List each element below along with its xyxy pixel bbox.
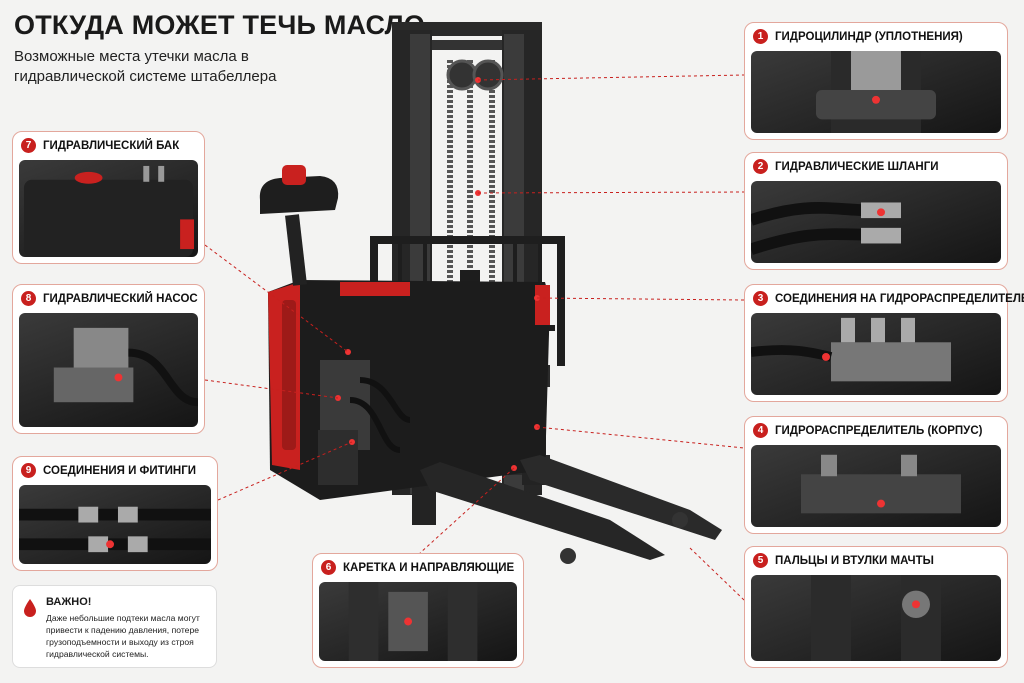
carriage-photo <box>319 582 517 661</box>
important-note: ВАЖНО! Даже небольшие подтеки масла могу… <box>12 585 217 668</box>
pump-photo <box>19 313 198 427</box>
page-subtitle: Возможные места утечки масла в гидравлич… <box>14 48 277 85</box>
note-text: Даже небольшие подтеки масла могут приве… <box>46 613 200 659</box>
callout-card-5: 5 ПАЛЬЦЫ И ВТУЛКИ МАЧТЫ <box>744 546 1008 668</box>
callout-title: КАРЕТКА И НАПРАВЛЯЮЩИЕ <box>343 561 515 574</box>
callout-number: 8 <box>21 291 36 306</box>
callout-number: 9 <box>21 463 36 478</box>
callout-card-4: 4 ГИДРОРАСПРЕДЕЛИТЕЛЬ (КОРПУС) <box>744 416 1008 534</box>
page-title: ОТКУДА МОЖЕТ ТЕЧЬ МАСЛО <box>14 10 425 40</box>
note-title: ВАЖНО! <box>46 596 92 608</box>
callout-number: 4 <box>753 423 768 438</box>
callout-number: 2 <box>753 159 768 174</box>
hoses-photo <box>751 181 1001 263</box>
callout-number: 6 <box>321 560 336 575</box>
callout-number: 5 <box>753 553 768 568</box>
callout-card-1: 1 ГИДРОЦИЛИНДР (УПЛОТНЕНИЯ) <box>744 22 1008 140</box>
tank-photo <box>19 160 198 257</box>
callout-card-7: 7 ГИДРАВЛИЧЕСКИЙ БАК <box>12 131 205 264</box>
callout-title: ГИДРАВЛИЧЕСКИЙ НАСОС <box>43 292 198 305</box>
fittings-photo <box>19 485 211 564</box>
callout-title: СОЕДИНЕНИЯ НА ГИДРОРАСПРЕДЕЛИТЕЛЕ <box>775 292 1024 305</box>
mast-pins-photo <box>751 575 1001 661</box>
callout-title: ГИДРАВЛИЧЕСКИЙ БАК <box>43 139 180 152</box>
stacker-illustration <box>259 22 722 564</box>
callout-card-9: 9 СОЕДИНЕНИЯ И ФИТИНГИ <box>12 456 218 571</box>
valve-body-photo <box>751 445 1001 527</box>
callout-card-3: 3 СОЕДИНЕНИЯ НА ГИДРОРАСПРЕДЕЛИТЕЛЕ <box>744 284 1024 402</box>
callout-title: ГИДРОЦИЛИНДР (УПЛОТНЕНИЯ) <box>775 30 963 43</box>
callout-card-8: 8 ГИДРАВЛИЧЕСКИЙ НАСОС <box>12 284 205 434</box>
cylinder-photo <box>751 51 1001 133</box>
callout-number: 3 <box>753 291 768 306</box>
callout-title: ГИДРОРАСПРЕДЕЛИТЕЛЬ (КОРПУС) <box>775 424 983 437</box>
valve-connections-photo <box>751 313 1001 395</box>
oil-drop-icon <box>24 599 36 617</box>
callout-card-6: 6 КАРЕТКА И НАПРАВЛЯЮЩИЕ <box>312 553 524 668</box>
callout-title: ГИДРАВЛИЧЕСКИЕ ШЛАНГИ <box>775 160 939 173</box>
callout-number: 1 <box>753 29 768 44</box>
callout-number: 7 <box>21 138 36 153</box>
callout-title: СОЕДИНЕНИЯ И ФИТИНГИ <box>43 464 197 477</box>
callout-title: ПАЛЬЦЫ И ВТУЛКИ МАЧТЫ <box>775 554 934 567</box>
callout-card-2: 2 ГИДРАВЛИЧЕСКИЕ ШЛАНГИ <box>744 152 1008 270</box>
